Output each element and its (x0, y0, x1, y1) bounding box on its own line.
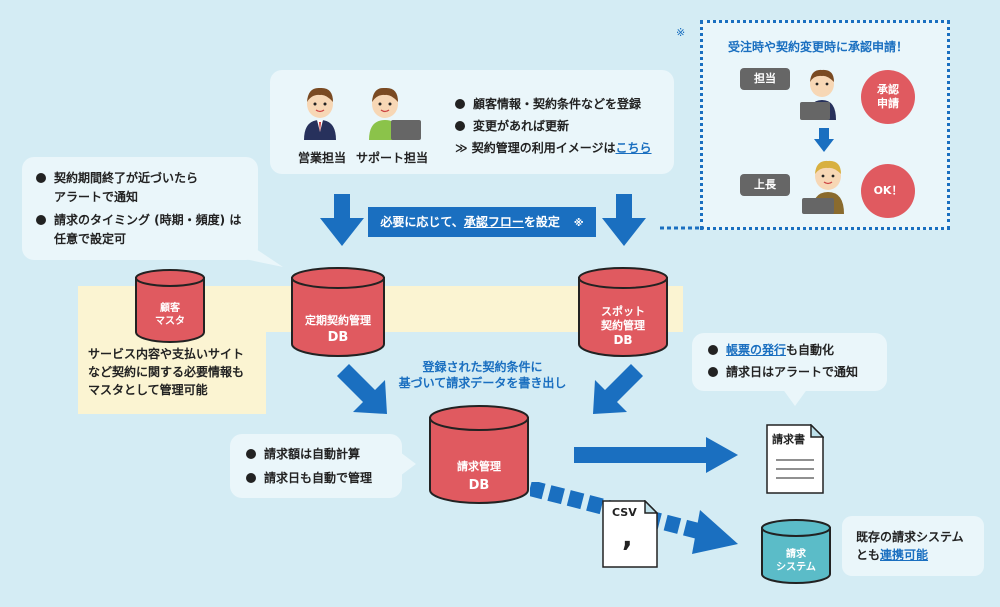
down-arrow-right (602, 194, 646, 246)
billing-calc-bubble (230, 434, 402, 498)
master-note: サービス内容や支払いサイト など契約に関する必要情報も マスタとして管理可能 (88, 347, 245, 397)
approval-down-arrow (814, 128, 834, 152)
invoice-alert-item: 請求日はアラートで通知 (708, 364, 858, 380)
customer-master-label: 顧客マスタ (155, 303, 185, 327)
approval-request-bubble: 承認申請 (861, 70, 915, 124)
billing-system-db (761, 519, 831, 584)
invoice-bubble (692, 333, 887, 391)
alert-item-cont: アラートで通知 (54, 190, 139, 204)
dashed-connector (660, 226, 704, 230)
integration-link[interactable]: 連携可能 (880, 548, 929, 562)
timing-item: 請求のタイミング (時期・頻度) は (36, 212, 241, 228)
alert-bubble-tail (235, 235, 283, 267)
update-item: 変更があれば更新 (455, 118, 569, 134)
contract-db (291, 267, 385, 357)
ok-bubble: OK！ (861, 164, 915, 218)
spot-db (578, 267, 668, 357)
timing-item-cont: 任意で設定可 (54, 232, 127, 246)
invoice-bubble-tail (782, 388, 808, 406)
approval-flow-banner: 必要に応じて、承認フローを設定※ (368, 207, 596, 237)
date-item: 請求日も自動で管理 (246, 470, 372, 486)
csv-title: CSV (612, 506, 637, 519)
invoice-doc-title: 請求書 (772, 433, 805, 446)
approval-flow-link[interactable]: 承認フロー (463, 215, 524, 229)
invoice-document-icon (766, 424, 824, 494)
manager-person-icon (802, 160, 844, 214)
arrow-to-invoice (574, 437, 738, 473)
sales-label: 営業担当 (298, 151, 347, 165)
csv-comma: , (622, 520, 633, 553)
invoice-issue-link[interactable]: 帳票の発行 (726, 343, 787, 357)
system-integration-bubble (842, 516, 984, 576)
invoice-issue-item: 帳票の発行も自動化 (708, 342, 834, 358)
register-item: 顧客情報・契約条件などを登録 (455, 96, 641, 112)
usage-link[interactable]: こちら (615, 141, 652, 155)
billing-calc-tail (400, 452, 416, 476)
csv-document-icon (602, 500, 658, 568)
system-note: 既存の請求システム とも連携可能 (856, 530, 964, 562)
customer-master-db (135, 269, 205, 343)
billing-db (429, 405, 529, 504)
manager-role-pill: 上長 (740, 174, 790, 196)
alert-item: 契約期間終了が近づいたら (36, 170, 198, 186)
note-marker: ※ (676, 26, 686, 39)
alert-bubble (22, 157, 258, 260)
export-note: 登録された契約条件に基づいて請求データを書き出し (398, 360, 567, 390)
approval-title: 受注時や契約変更時に承認申請！ (728, 40, 909, 54)
support-label: サポート担当 (356, 151, 429, 165)
down-arrow-left (320, 194, 364, 246)
amount-item: 請求額は自動計算 (246, 446, 360, 462)
billing-system-label: 請求システム (776, 549, 816, 573)
staff-person-icon (800, 69, 836, 120)
support-person-icon (369, 87, 421, 140)
sales-person-icon (304, 87, 336, 140)
registration-bubble (270, 70, 674, 174)
usage-link-line: ≫ 契約管理の利用イメージはこちら (455, 141, 652, 155)
diag-arrow-left (337, 364, 387, 414)
staff-role-pill: 担当 (740, 68, 790, 90)
diag-arrow-right (593, 364, 643, 414)
